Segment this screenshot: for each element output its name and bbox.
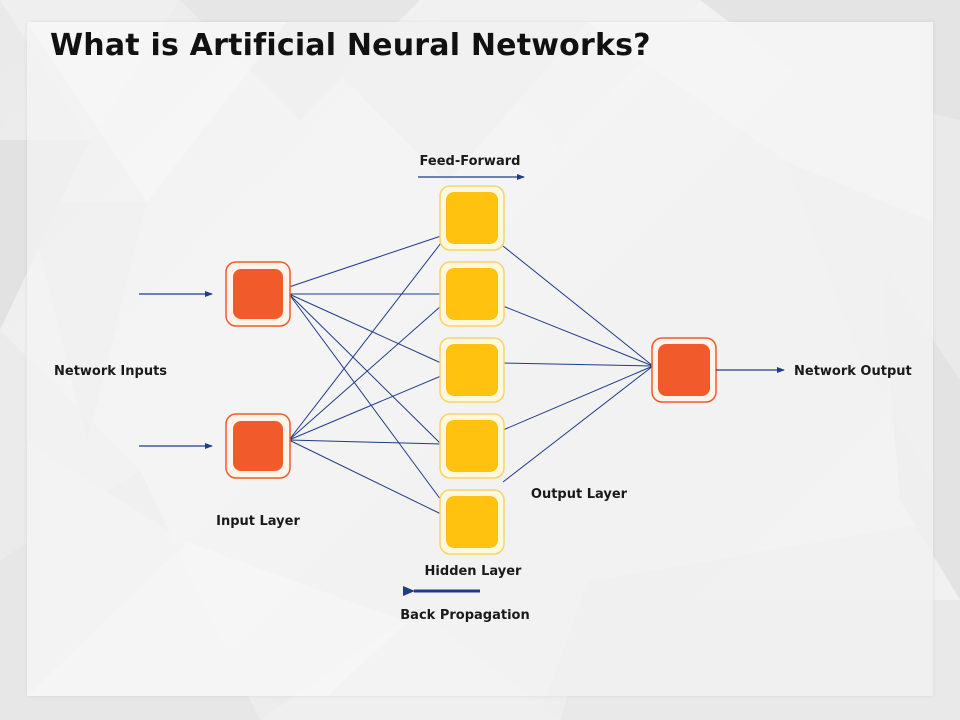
connection-line [288, 242, 442, 441]
connection-line [288, 293, 442, 364]
content-panel [27, 22, 933, 696]
hidden-node [439, 413, 505, 479]
connection-line [502, 245, 654, 367]
feed-forward-label: Feed-Forward [420, 154, 521, 169]
hidden-node [439, 337, 505, 403]
input-node [225, 261, 291, 327]
hidden-layer-label: Hidden Layer [425, 564, 522, 579]
hidden-node [439, 185, 505, 251]
hidden-node [439, 261, 505, 327]
connection-line [502, 305, 654, 367]
page-title: What is Artificial Neural Networks? [50, 28, 651, 63]
connection-line [288, 293, 442, 501]
connections [288, 235, 654, 515]
connection-line [288, 235, 442, 288]
network-output-label: Network Output [794, 364, 912, 379]
back-propagation-label: Back Propagation [400, 608, 529, 623]
connection-line [502, 365, 654, 431]
input-node [225, 413, 291, 479]
connection-line [502, 365, 654, 483]
connection-line [288, 439, 442, 445]
output-node [651, 337, 717, 403]
connection-line [502, 362, 654, 367]
connection-line [288, 439, 442, 515]
connection-line [288, 305, 442, 441]
connection-line [288, 293, 442, 445]
hidden-node [439, 489, 505, 555]
input-layer-label: Input Layer [216, 514, 300, 529]
network-inputs-label: Network Inputs [54, 364, 167, 379]
output-layer-label: Output Layer [531, 487, 628, 502]
connection-line [288, 375, 442, 441]
